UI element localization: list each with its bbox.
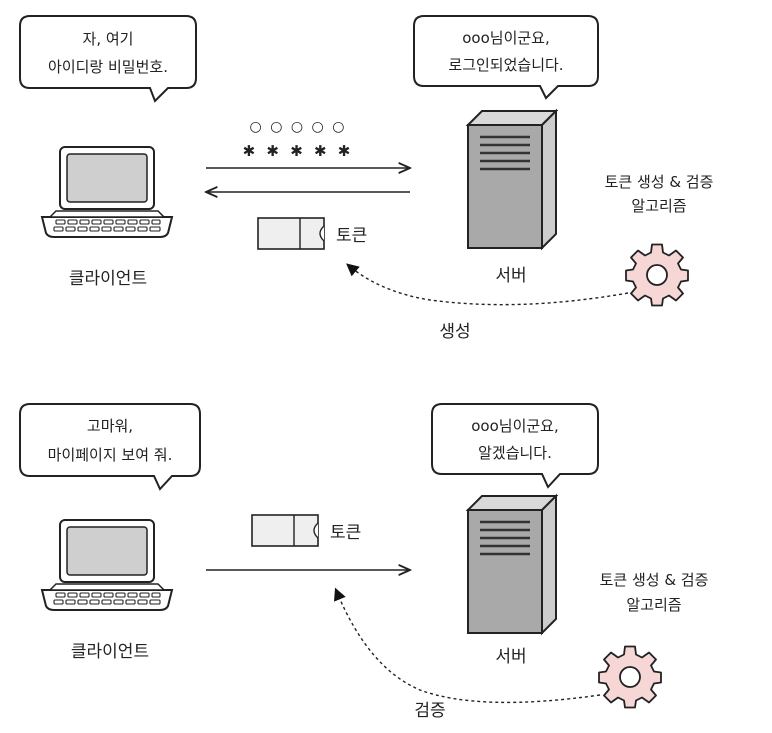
client-speech-bubble-2	[19, 403, 201, 491]
server-speech-bubble	[413, 15, 599, 100]
token-icon-2	[251, 514, 319, 547]
server-bubble-line-2: 로그인되었습니다.	[448, 56, 563, 74]
token-label: 토큰	[336, 226, 367, 246]
generate-label: 생성	[439, 322, 470, 342]
verify-flow-arrow	[334, 587, 601, 704]
server-icon	[466, 109, 558, 250]
password-circles: ○ ○ ○ ○ ○	[250, 119, 347, 135]
token-label-2: 토큰	[330, 523, 361, 543]
server-bubble-2-line-1: ooo님이군요,	[471, 417, 559, 435]
algorithm-label-line-2: 알고리즘	[631, 197, 686, 215]
client-bubble-2-line-1: 고마워,	[87, 417, 133, 435]
password-asterisks: ✱ ✱ ✱ ✱ ✱	[243, 142, 354, 160]
gear-icon-2	[598, 645, 662, 709]
verify-label: 검증	[414, 701, 445, 721]
client-label-2: 클라이언트	[71, 642, 149, 662]
gear-icon	[625, 243, 689, 307]
server-bubble-2-line-2: 알겠습니다.	[478, 444, 552, 462]
server-speech-bubble-2	[431, 403, 599, 489]
token-icon	[257, 217, 325, 250]
server-label: 서버	[495, 266, 526, 286]
laptop-icon-2	[41, 519, 173, 611]
server-bubble-line-1: ooo님이군요,	[462, 29, 550, 47]
client-label: 클라이언트	[69, 269, 147, 289]
client-bubble-line-2: 아이디랑 비밀번호.	[48, 58, 168, 76]
algorithm-label-line-1: 토큰 생성 & 검증	[605, 173, 714, 191]
server-icon-2	[466, 494, 558, 635]
client-bubble-2-line-2: 마이페이지 보여 줘.	[48, 446, 173, 464]
algorithm-label-2-line-1: 토큰 생성 & 검증	[600, 571, 709, 589]
algorithm-label-2-line-2: 알고리즘	[626, 596, 681, 614]
client-bubble-line-1: 자, 여기	[83, 30, 134, 48]
laptop-icon	[41, 146, 173, 238]
client-speech-bubble	[19, 15, 197, 103]
generate-flow-arrow	[346, 263, 629, 306]
server-label-2: 서버	[495, 647, 526, 667]
